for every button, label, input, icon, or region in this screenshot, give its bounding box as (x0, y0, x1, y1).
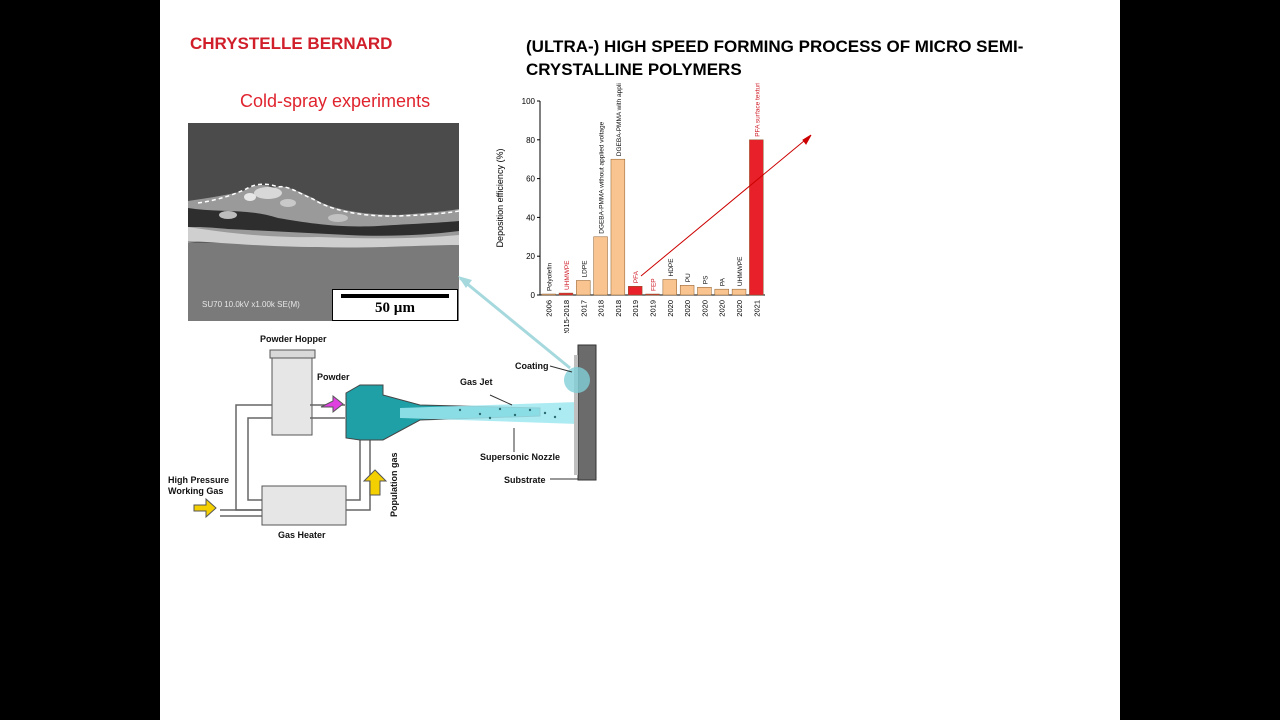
label-nozzle: Supersonic Nozzle (480, 452, 561, 462)
label-hp-gas: High Pressure (168, 475, 230, 485)
bar-label: PU (685, 273, 692, 282)
hopper-cap (269, 349, 316, 359)
label-gas-heater: Gas Heater (278, 530, 326, 540)
x-tick-label: 2020 (718, 300, 727, 317)
x-tick-label: 2021 (752, 300, 761, 317)
micrograph-meta: SU70 10.0kV x1.00k SE(M) (202, 300, 300, 309)
bar-label: PA (720, 277, 727, 286)
bar (541, 293, 556, 296)
y-tick-label: 40 (526, 213, 535, 222)
author-name: CHRYSTELLE BERNARD (190, 34, 393, 53)
bar-label: LDPE (581, 260, 588, 278)
bar-label: UHMWPE (564, 260, 571, 290)
coating-leader (549, 365, 573, 373)
x-tick-label: 2019 (631, 300, 640, 317)
bar (558, 292, 574, 296)
bar (628, 286, 643, 296)
y-tick-label: 20 (526, 252, 535, 261)
bar (662, 279, 677, 296)
x-tick-label: 2006 (545, 300, 554, 317)
coating-layer (574, 355, 578, 475)
bar (731, 288, 747, 296)
gas-jet (400, 402, 578, 424)
x-tick-label: 2020 (683, 300, 692, 317)
scale-bar (341, 294, 449, 298)
micrograph-heading: Cold-spray experiments (240, 91, 431, 111)
x-tick-label: 2020 (735, 300, 744, 317)
population-gas-arrow (362, 469, 388, 496)
bar-label: UHMWPE (737, 256, 744, 286)
y-axis-title: Deposition efficiency (%) (495, 149, 505, 248)
gas-line-right (346, 429, 371, 511)
x-tick-label: 2019 (649, 300, 658, 317)
y-tick-label: 80 (526, 136, 535, 145)
label-working-gas: Working Gas (168, 486, 224, 496)
substrate (577, 344, 597, 481)
scale-box: 50 µm (332, 289, 458, 321)
bar-label: FEP (651, 278, 658, 291)
label-population-gas: Population gas (389, 452, 399, 517)
slide-title: (ULTRA-) HIGH SPEED FORMING PROCESS OF M… (526, 37, 1024, 79)
particles (458, 407, 562, 420)
sem-micrograph: SU70 10.0kV x1.00k SE(M) 50 µm (188, 123, 459, 321)
y-tick-label: 60 (526, 175, 535, 184)
bar (610, 158, 626, 296)
bar-label: DGEBA-PMMA with applied voltage (616, 83, 623, 156)
y-tick-label: 0 (531, 291, 536, 300)
bar (679, 285, 695, 296)
x-tick-label: 2018 (614, 300, 623, 317)
bar-label: HDPE (668, 258, 675, 277)
x-tick-label: 2017 (579, 300, 588, 317)
bar (714, 288, 729, 296)
bar (645, 293, 660, 296)
x-tick-label: 2018 (597, 300, 606, 317)
bar-label: DGEBA-PMMA without applied voltage (599, 121, 606, 233)
bar-label: Polyolefin (547, 262, 554, 291)
bar-label: PFA (633, 270, 640, 283)
bar (593, 236, 608, 296)
label-coating: Coating (515, 361, 549, 371)
label-substrate: Substrate (504, 475, 546, 485)
label-gas-jet: Gas Jet (460, 377, 493, 387)
connector-line (459, 276, 571, 370)
micrograph-image (188, 123, 459, 321)
bar-label: PFA surface texturing (754, 83, 761, 137)
label-powder: Powder (317, 372, 350, 382)
trend-arrow (640, 134, 812, 277)
gas-heater (261, 485, 347, 526)
working-gas-arrow (193, 497, 217, 519)
gas-jet-leader (489, 394, 513, 406)
bar (697, 286, 712, 296)
x-tick-label: 2020 (666, 300, 675, 317)
diagram-overlay (193, 134, 812, 526)
y-tick-label: 100 (522, 97, 536, 106)
powder-arrow (320, 394, 344, 414)
coating-highlight (564, 367, 590, 393)
connector-arrowhead (458, 276, 472, 288)
slide: CHRYSTELLE BERNARD (ULTRA-) HIGH SPEED F… (160, 0, 1120, 720)
gas-inlet-line (220, 509, 262, 517)
bar (749, 139, 764, 296)
x-tick-label: 2020 (700, 300, 709, 317)
bar (576, 280, 591, 296)
powder-hopper (271, 357, 313, 436)
scale-label: 50 µm (375, 300, 415, 316)
x-tick-label: 2015-2018 (562, 300, 571, 333)
label-hopper: Powder Hopper (260, 334, 327, 344)
bar-label: PS (702, 275, 709, 284)
